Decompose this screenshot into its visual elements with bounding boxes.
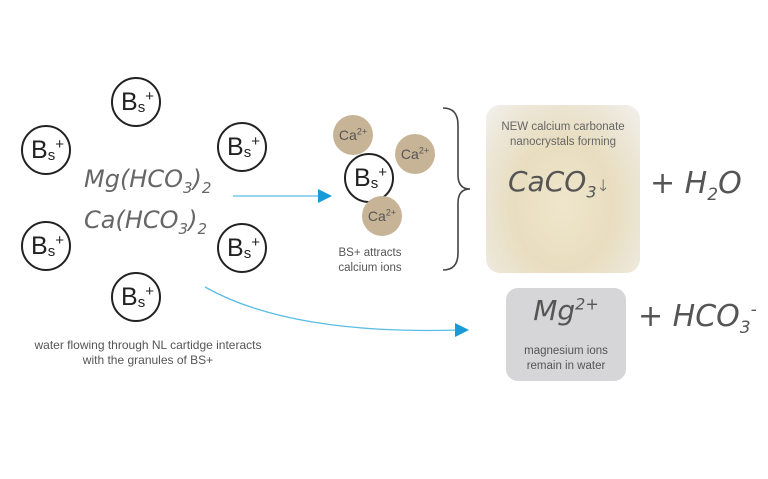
plus-bicarbonate: + HCO3- [638, 299, 757, 338]
ca-ion: Ca2+ [395, 134, 435, 174]
ca-ion: Ca2+ [333, 115, 373, 155]
bs-granule: Bs+ [217, 122, 267, 172]
ca-ion: Ca2+ [362, 196, 402, 236]
caco3-formula: CaCO3↓ [508, 165, 610, 202]
mg-ion: Mg2+ [533, 294, 599, 327]
bs-granule: Bs+ [111, 272, 161, 322]
left-caption: water flowing through NL cartidge intera… [34, 338, 262, 367]
bs-granule: Bs+ [217, 223, 267, 273]
ca-bicarbonate-formula: Ca(HCO3)2 [84, 206, 207, 238]
bs-granule: Bs+ [111, 77, 161, 127]
curly-brace [442, 107, 471, 271]
bs-granule: Bs+ [21, 221, 71, 271]
plus-water: + H2O [650, 166, 742, 205]
bs-granule: Bs+ [21, 125, 71, 175]
bs-granule-center: Bs+ [344, 153, 394, 203]
arrow-to-mg [204, 286, 469, 337]
arrow-to-bs [233, 189, 332, 203]
mg-bicarbonate-formula: Mg(HCO3)2 [84, 165, 212, 197]
